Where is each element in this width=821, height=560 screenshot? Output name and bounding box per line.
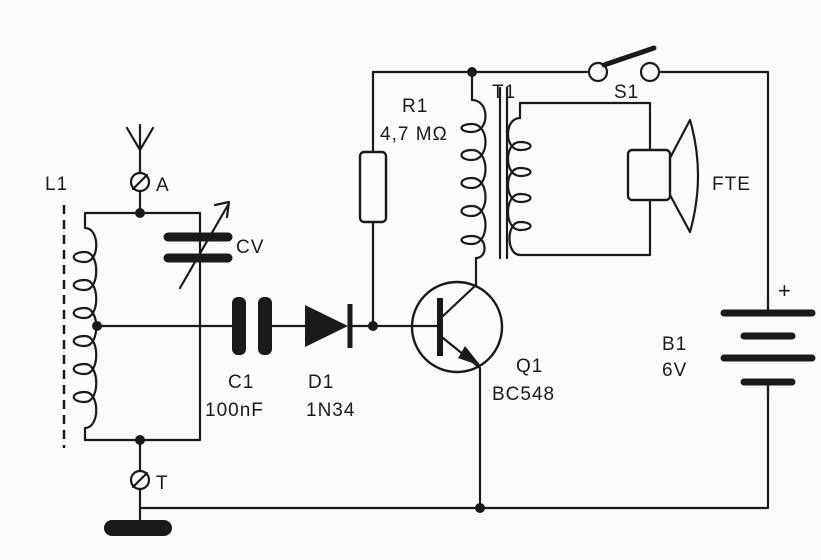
cv-label: CV <box>236 237 264 258</box>
t1-transformer <box>460 86 532 260</box>
junction-dot <box>475 503 485 513</box>
d1-diode <box>305 304 353 348</box>
junctions <box>92 67 485 513</box>
q1-value-label: BC548 <box>492 384 555 405</box>
s1-switch <box>587 45 661 83</box>
t1-label: T1 <box>492 82 516 103</box>
b1-value-label: 6V <box>662 360 687 381</box>
terminal-a-label: A <box>156 175 170 196</box>
junction-dot <box>368 321 378 331</box>
q1-transistor <box>410 280 504 374</box>
battery-plus-label: + <box>778 278 792 303</box>
l1-coil <box>62 205 98 448</box>
bottom-rail <box>138 386 770 510</box>
top-rail-right <box>656 70 770 310</box>
b1-name-label: B1 <box>662 334 687 355</box>
d1-name-label: D1 <box>308 372 334 393</box>
speaker-icon <box>626 118 700 234</box>
terminal-a <box>129 171 151 193</box>
b1-battery <box>720 298 816 397</box>
c1-name-label: C1 <box>228 372 254 393</box>
secondary-top <box>518 101 652 152</box>
d1-value-label: 1N34 <box>306 400 355 421</box>
terminal-t <box>129 469 151 491</box>
s1-label: S1 <box>614 82 639 103</box>
terminal-t-label: T <box>156 473 169 494</box>
ground-icon <box>104 520 172 536</box>
fte-label: FTE <box>712 174 751 195</box>
l1-label: L1 <box>45 174 68 195</box>
secondary-bottom <box>518 198 652 257</box>
junction-dot <box>467 67 477 77</box>
c1-capacitor <box>232 297 272 355</box>
r1-name-label: R1 <box>402 96 428 117</box>
r1-resistor <box>358 150 388 224</box>
junction-dot <box>135 208 145 218</box>
junction-dot <box>135 435 145 445</box>
r1-value-label: 4,7 MΩ <box>380 124 448 145</box>
c1-value-label: 100nF <box>205 400 264 421</box>
cv-variable-capacitor <box>163 200 233 290</box>
q1-name-label: Q1 <box>516 356 543 377</box>
antenna-icon <box>125 123 155 174</box>
